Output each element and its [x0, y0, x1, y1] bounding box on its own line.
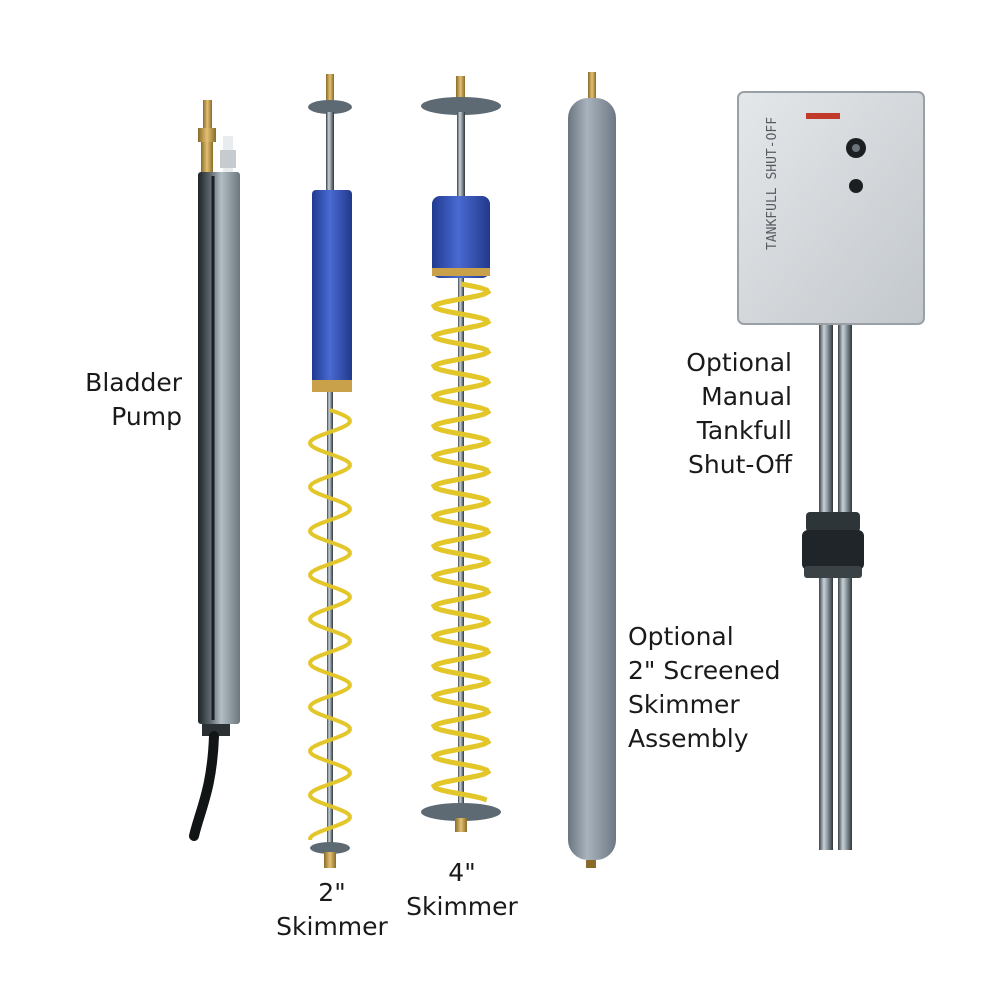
label-line: Skimmer — [406, 892, 518, 921]
skimmer-4in — [421, 76, 501, 832]
label-line: Tankfull — [696, 416, 792, 445]
skimmer-4in-label: 4" Skimmer — [396, 856, 528, 924]
label-line: 2" Screened — [628, 656, 781, 685]
bladder-pump — [189, 100, 240, 841]
skimmer-2in-label: 2" Skimmer — [262, 876, 402, 944]
label-line: Optional — [628, 622, 734, 651]
label-line: Assembly — [628, 724, 749, 753]
bladder-pump-label: Bladder Pump — [70, 366, 182, 434]
label-line: Pump — [111, 402, 182, 431]
label-line: Skimmer — [276, 912, 388, 941]
tankfull-shut-off-label: Optional Manual Tankfull Shut-Off — [640, 346, 792, 482]
skimmer-2in — [308, 74, 352, 868]
label-line: 2" — [318, 878, 346, 907]
screened-skimmer-label: Optional 2" Screened Skimmer Assembly — [628, 620, 808, 756]
label-line: Manual — [701, 382, 792, 411]
label-line: Optional — [686, 348, 792, 377]
box-label: TANKFULL SHUT-OFF — [765, 117, 780, 250]
screened-skimmer-assembly — [568, 72, 616, 868]
label-line: Bladder — [85, 368, 182, 397]
label-line: Skimmer — [628, 690, 740, 719]
label-line: 4" — [448, 858, 476, 887]
tankfull-shut-off: TANKFULL SHUT-OFF — [737, 91, 925, 850]
label-line: Shut-Off — [688, 450, 792, 479]
